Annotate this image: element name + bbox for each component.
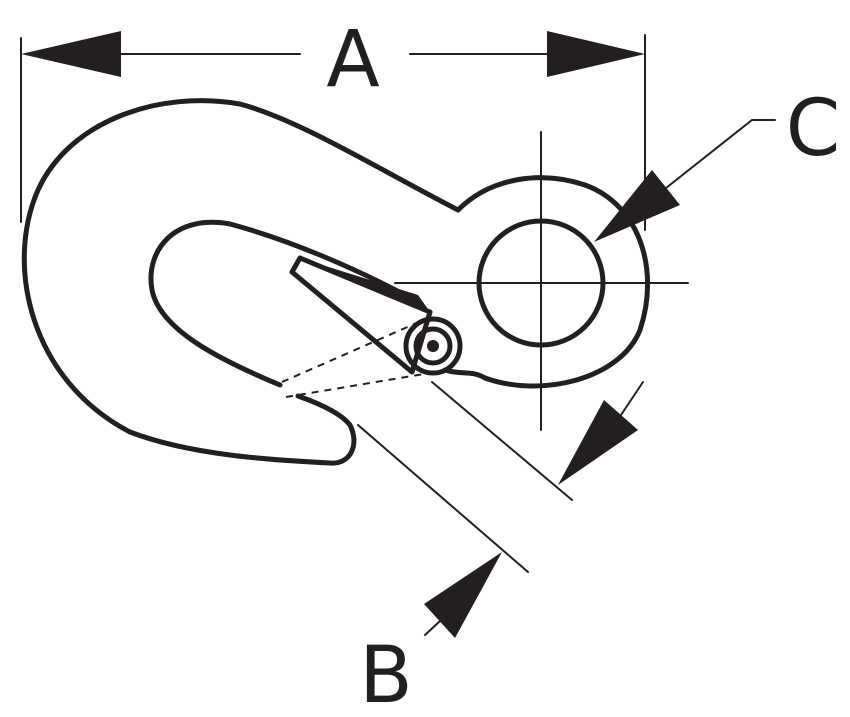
- dimension-a-right-arrow: [547, 31, 645, 77]
- dimension-c: C: [594, 84, 840, 242]
- dimension-b-upper-arrow-tail: [620, 381, 644, 416]
- hook-body-outline: [21, 98, 461, 466]
- dimension-a: A: [20, 15, 646, 231]
- dimension-b-extension-line-upper: [431, 381, 573, 501]
- dimension-a-left-arrow: [21, 31, 121, 77]
- hook-throat-inner: [148, 219, 421, 388]
- dimension-b-label: B: [359, 631, 413, 717]
- dimension-b: B: [357, 381, 644, 717]
- hook-shank-lower: [442, 367, 488, 381]
- latch-open-dashed-upper: [281, 317, 429, 383]
- dimension-b-upper-arrow: [558, 400, 638, 485]
- safety-latch: [289, 255, 433, 375]
- latch-pivot-center: [427, 340, 439, 352]
- dimension-b-lower-arrow-tail: [424, 620, 441, 636]
- latch-pivot-middle: [413, 326, 453, 366]
- dimension-b-extension-line-lower: [357, 424, 529, 573]
- dimension-a-label: A: [326, 15, 379, 105]
- dimension-c-leader-line: [665, 119, 753, 189]
- dimension-c-label: C: [786, 84, 840, 174]
- safety-latch-wedge: [300, 258, 430, 312]
- dimension-b-lower-arrow: [424, 552, 502, 638]
- hook-eye-outer: [455, 175, 650, 389]
- latch-open-dashed-lower: [285, 371, 437, 398]
- dimension-c-arrow: [594, 170, 680, 242]
